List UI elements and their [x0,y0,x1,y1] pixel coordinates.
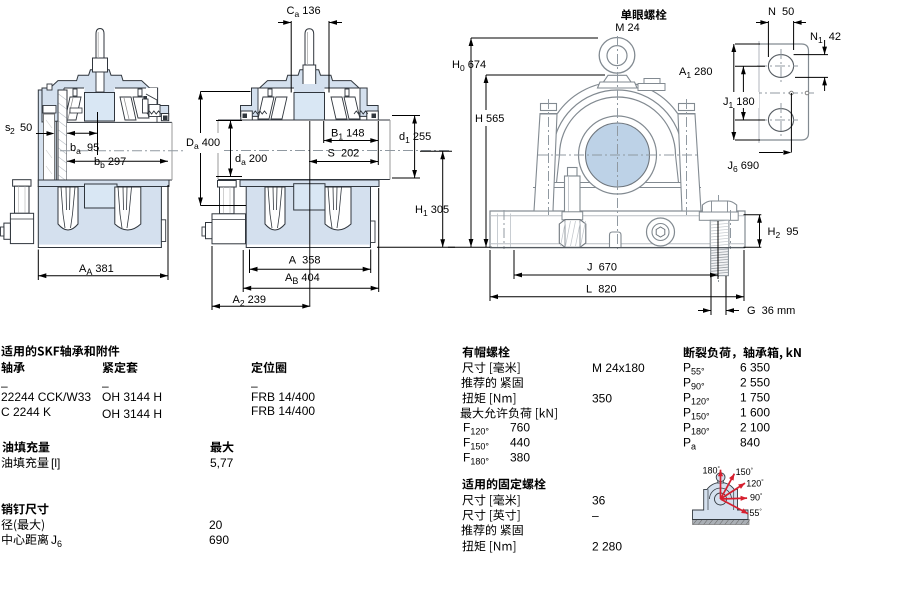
svg-text:2: 2 [10,126,15,136]
svg-text:1 750: 1 750 [740,391,770,405]
svg-text:H 565: H 565 [475,113,504,125]
svg-text:2 100: 2 100 [740,421,770,435]
svg-text:350: 350 [592,392,612,406]
svg-text:C 2244 K: C 2244 K [1,405,51,419]
svg-text:36: 36 [592,494,606,508]
svg-text:B1 148: B1 148 [331,127,365,141]
svg-text:P90°: P90° [683,376,705,392]
svg-text:N1 42: N1 42 [810,31,841,45]
svg-text:OH 3144 H: OH 3144 H [102,407,162,421]
svg-text:–: – [1,379,8,393]
svg-text:Pa: Pa [683,436,696,452]
svg-text:A2 239: A2 239 [233,294,267,308]
svg-text:2 550: 2 550 [740,376,770,390]
svg-text:440: 440 [510,436,530,450]
svg-text:180°: 180° [703,466,721,476]
svg-text:L 820: L 820 [586,284,617,296]
svg-text:20: 20 [209,518,223,532]
svg-text:55°: 55° [749,508,762,518]
svg-text:J6 690: J6 690 [728,160,760,174]
svg-text:ba 95: ba 95 [70,142,99,156]
svg-text:d1 255: d1 255 [399,131,431,145]
svg-text:S 202: S 202 [328,148,360,160]
svg-text:H1 305: H1 305 [415,204,449,218]
svg-text:Ca 136: Ca 136 [287,5,321,19]
svg-text:A1 280: A1 280 [679,66,713,80]
svg-text:120°: 120° [746,479,764,489]
svg-text:Da 400: Da 400 [186,137,220,151]
svg-text:J1 180: J1 180 [723,96,755,110]
svg-text:22244 CCK/W33: 22244 CCK/W33 [1,390,91,404]
svg-text:N 50: N 50 [768,6,794,18]
svg-text:H0 674: H0 674 [452,59,486,73]
svg-text:50: 50 [20,122,32,134]
svg-text:da 200: da 200 [235,153,267,167]
svg-text:G 36 mm: G 36 mm [747,305,795,317]
svg-text:M 24x180: M 24x180 [592,361,645,375]
svg-text:[l]: [l] [51,456,60,470]
svg-text:FRB 14/400: FRB 14/400 [251,404,315,418]
svg-text:AA 381: AA 381 [79,263,114,277]
svg-text:150°: 150° [736,467,754,477]
svg-text:FRB 14/400: FRB 14/400 [251,390,315,404]
svg-text:–: – [251,379,258,393]
svg-text:690: 690 [209,533,229,547]
svg-text:J6: J6 [51,533,62,549]
svg-text:–: – [102,379,109,393]
svg-text:P55°: P55° [683,361,705,377]
svg-text:1 600: 1 600 [740,406,770,420]
svg-text:–: – [592,509,599,523]
svg-text:2 280: 2 280 [592,540,622,554]
svg-text:J 670: J 670 [587,262,617,274]
svg-text:5,77: 5,77 [210,456,234,470]
svg-text:A 358: A 358 [289,255,321,267]
svg-text:F120°: F120° [463,421,489,437]
svg-text:H2 95: H2 95 [768,226,799,240]
svg-text:M 24: M 24 [615,22,639,34]
svg-text:P150°: P150° [683,406,710,422]
svg-text:840: 840 [740,436,760,450]
svg-text:P120°: P120° [683,391,710,407]
svg-text:380: 380 [510,451,530,465]
svg-text:6 350: 6 350 [740,361,770,375]
svg-text:s: s [5,122,11,134]
svg-text:OH 3144 H: OH 3144 H [102,390,162,404]
svg-text:bb 297: bb 297 [94,156,126,170]
svg-text:AB 404: AB 404 [285,272,320,286]
svg-text:760: 760 [510,421,530,435]
svg-text:F150°: F150° [463,436,489,452]
svg-text:P180°: P180° [683,421,710,437]
svg-text:90°: 90° [750,493,763,503]
svg-text:F180°: F180° [463,451,489,467]
